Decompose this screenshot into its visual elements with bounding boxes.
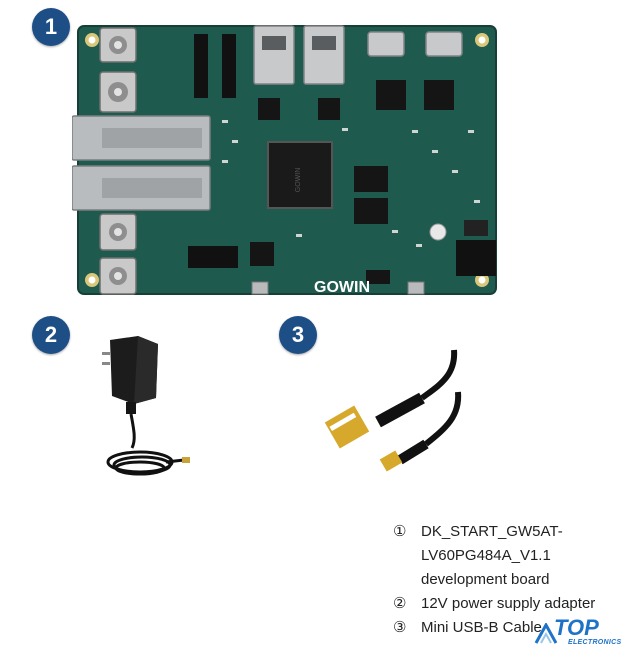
legend-item: ③ Mini USB-B Cable bbox=[393, 616, 623, 640]
legend-number: ② bbox=[393, 595, 407, 612]
legend-label: DK_START_GW5AT-LV60PG484A_V1.1 developme… bbox=[421, 523, 563, 588]
board-silkscreen-logo: GOWIN bbox=[314, 279, 370, 296]
usb-cable-image bbox=[324, 349, 462, 472]
logo-wordmark: TOP bbox=[554, 615, 599, 640]
legend-item: ① DK_START_GW5AT-LV60PG484A_V1.1 develop… bbox=[393, 520, 623, 592]
legend-number: ③ bbox=[393, 619, 407, 636]
item-number-badge-2: 2 bbox=[32, 316, 70, 354]
item-number-badge-3: 3 bbox=[279, 316, 317, 354]
top-electronics-logo: TOP ELECTRONICS bbox=[534, 615, 622, 655]
legend-item: ② 12V power supply adapter bbox=[393, 592, 623, 616]
legend-number: ① bbox=[393, 523, 407, 540]
contents-legend: ① DK_START_GW5AT-LV60PG484A_V1.1 develop… bbox=[393, 520, 623, 640]
svg-text:GOWIN: GOWIN bbox=[295, 168, 302, 193]
item-number-badge-1: 1 bbox=[32, 8, 70, 46]
legend-label: 12V power supply adapter bbox=[421, 595, 596, 612]
logo-mark-icon bbox=[534, 623, 558, 644]
power-adapter-image bbox=[102, 336, 190, 476]
development-board-image: GOWIN GOWIN bbox=[72, 25, 497, 296]
legend-label: Mini USB-B Cable bbox=[421, 619, 542, 636]
logo-subtext: ELECTRONICS bbox=[568, 639, 622, 646]
